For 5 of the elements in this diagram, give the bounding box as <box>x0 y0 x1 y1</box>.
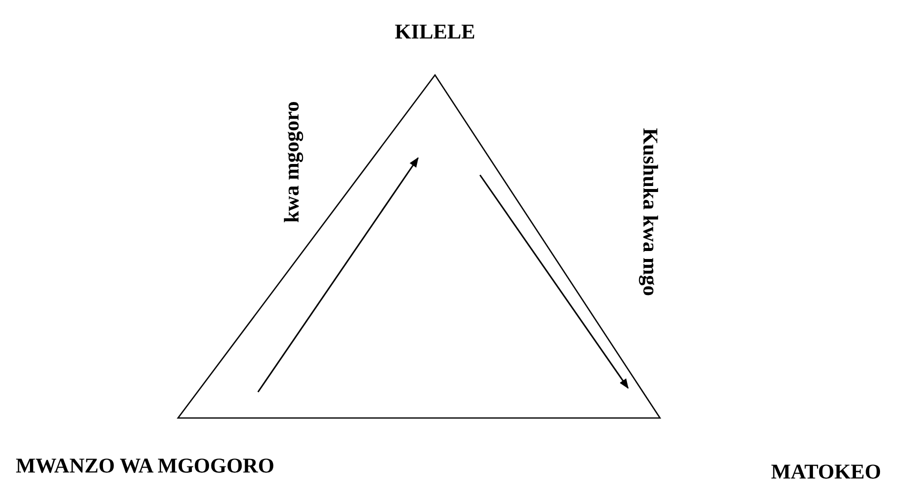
label-text: KILELE <box>394 22 476 42</box>
label-text: MATOKEO <box>770 462 882 482</box>
label-text: MWANZO WA MGOGORO <box>16 456 274 476</box>
label-text: kwa mgogoro <box>282 101 302 223</box>
label-text: Kushuka kwa mgo <box>640 128 660 296</box>
